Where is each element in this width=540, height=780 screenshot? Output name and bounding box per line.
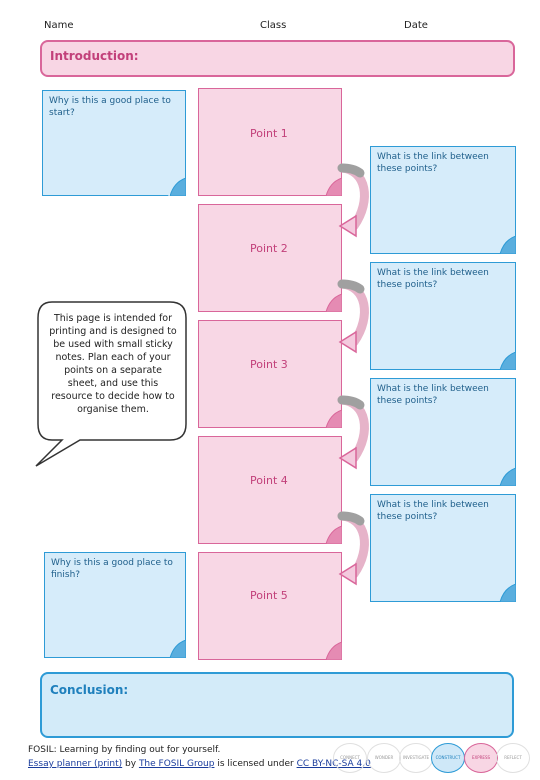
curved-arrow-icon: [337, 279, 369, 354]
introduction-box[interactable]: Introduction:: [40, 40, 515, 77]
link-4-text: What is the link between these points?: [377, 500, 489, 522]
page-curl-icon: [325, 526, 342, 544]
link-2-note[interactable]: What is the link between these points?: [370, 262, 516, 370]
conclusion-box[interactable]: Conclusion:: [40, 672, 514, 738]
class-label: Class: [260, 20, 287, 31]
conclusion-label: Conclusion:: [50, 683, 129, 697]
curved-arrow-icon: [337, 395, 369, 470]
footer-tagline: FOSIL: Learning by finding out for yours…: [28, 745, 221, 755]
date-label: Date: [404, 20, 428, 31]
link-1-text: What is the link between these points?: [377, 152, 489, 174]
stage-express: EXPRESS: [464, 743, 498, 773]
start-note-text: Why is this a good place to start?: [49, 96, 171, 118]
point-3-label: Point 3: [250, 358, 288, 371]
page-curl-icon: [499, 584, 516, 602]
fosil-group-link[interactable]: The FOSIL Group: [138, 759, 215, 769]
stage-construct: CONSTRUCT: [431, 743, 465, 773]
link-2-text: What is the link between these points?: [377, 268, 489, 290]
point-1-note[interactable]: [198, 88, 342, 196]
essay-planner-link[interactable]: Essay planner (print): [28, 759, 123, 769]
point-4-note[interactable]: [198, 436, 342, 544]
point-4-label: Point 4: [250, 474, 288, 487]
curved-arrow-icon: [337, 163, 369, 238]
point-2-label: Point 2: [250, 242, 288, 255]
page-curl-icon: [325, 410, 342, 428]
page-curl-icon: [499, 468, 516, 486]
page-curl-icon: [499, 236, 516, 254]
footer-by-text: by: [122, 759, 139, 769]
link-1-note[interactable]: What is the link between these points?: [370, 146, 516, 254]
stage-investigate: INVESTIGATE: [399, 743, 433, 773]
point-2-note[interactable]: [198, 204, 342, 312]
page-curl-icon: [168, 178, 186, 196]
stage-reflect: REFLECT: [496, 743, 530, 773]
name-label: Name: [44, 20, 74, 31]
footer-license-line: Essay planner (print) by The FOSIL Group…: [28, 759, 371, 769]
finish-note[interactable]: Why is this a good place to finish?: [44, 552, 186, 658]
link-3-note[interactable]: What is the link between these points?: [370, 378, 516, 486]
point-5-note[interactable]: [198, 552, 342, 660]
speech-bubble-text: This page is intended for printing and i…: [49, 313, 177, 415]
link-3-text: What is the link between these points?: [377, 384, 489, 406]
start-note[interactable]: Why is this a good place to start?: [42, 90, 186, 196]
point-1-label: Point 1: [250, 127, 288, 140]
page-curl-icon: [325, 178, 342, 196]
stage-connect: CONNECT: [333, 743, 367, 773]
page-curl-icon: [499, 352, 516, 370]
footer-licensed-text: is licensed under: [214, 759, 297, 769]
finish-note-text: Why is this a good place to finish?: [51, 558, 173, 580]
stage-wonder: WONDER: [367, 743, 401, 773]
page-curl-icon: [325, 642, 342, 660]
point-5-label: Point 5: [250, 589, 288, 602]
introduction-label: Introduction:: [50, 49, 139, 63]
page-curl-icon: [325, 294, 342, 312]
curved-arrow-icon: [337, 511, 369, 586]
link-4-note[interactable]: What is the link between these points?: [370, 494, 516, 602]
page-curl-icon: [169, 640, 186, 658]
speech-bubble: [35, 301, 187, 467]
point-3-note[interactable]: [198, 320, 342, 428]
